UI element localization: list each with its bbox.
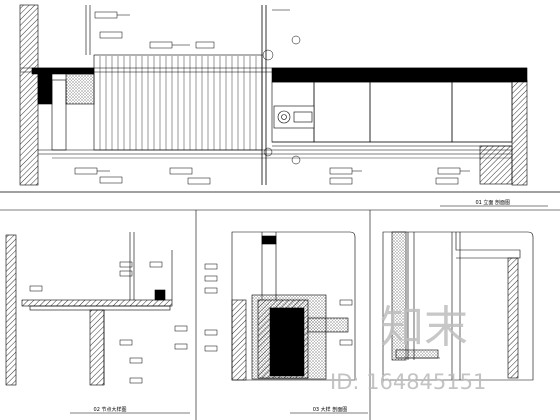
detail-1-title: 02 节点大样图	[94, 406, 127, 413]
detail-view-1	[5, 232, 188, 386]
elevation-title: 01 立面 剖面图	[475, 199, 510, 206]
detail-3-title: 03 大样 剖面图	[313, 406, 348, 413]
elevation-view	[0, 4, 560, 193]
detail-view-3	[382, 231, 534, 381]
callout-tags	[74, 9, 470, 185]
detail-view-2	[204, 231, 356, 381]
hvac-unit	[273, 105, 315, 129]
slatted-panel	[93, 54, 263, 151]
left-wall-section	[19, 4, 39, 186]
ceiling-beam	[271, 67, 528, 83]
ceiling-beam-left	[31, 67, 95, 75]
watermark-id: ID: 164845151	[330, 370, 486, 394]
right-wall-section	[511, 79, 528, 186]
void-opening	[269, 307, 305, 377]
watermark-brand: 知末	[380, 302, 468, 353]
cabinet-block	[37, 73, 53, 105]
watermark: 知末 ID: 164845151	[330, 302, 486, 394]
